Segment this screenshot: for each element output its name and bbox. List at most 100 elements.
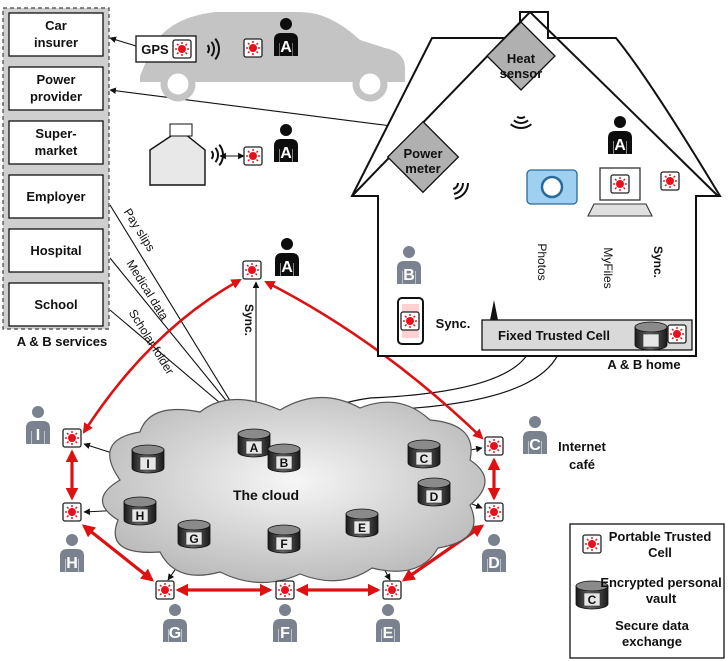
internet-cafe-label: Internet bbox=[558, 439, 606, 454]
person-letter: A bbox=[614, 137, 626, 154]
wave-arc bbox=[454, 182, 470, 200]
home-device-cell-icon bbox=[660, 171, 680, 191]
laptop-base bbox=[587, 203, 653, 217]
home-label: A & B home bbox=[607, 357, 680, 372]
heat-sensor-waves-icon bbox=[510, 115, 532, 129]
exchange-i-a bbox=[82, 278, 242, 434]
cloud-sync-label: Sync. bbox=[242, 304, 256, 336]
vault-letter: G bbox=[189, 532, 198, 546]
gps-label: GPS bbox=[141, 42, 169, 57]
phone-cell-icon bbox=[400, 311, 420, 331]
exchange-a-c bbox=[264, 280, 484, 440]
gps-waves-icon bbox=[206, 38, 220, 60]
legend-cell-icon bbox=[582, 534, 602, 554]
cell-a-icon bbox=[242, 260, 262, 280]
laptop-cell-icon bbox=[610, 174, 630, 194]
person-letter: H bbox=[66, 555, 78, 572]
service-box bbox=[8, 66, 104, 111]
wave-arc bbox=[516, 115, 526, 119]
register-waves-icon bbox=[210, 144, 224, 166]
exchange-h-g bbox=[81, 524, 155, 582]
service-label: Hospital bbox=[30, 243, 81, 258]
service-box bbox=[8, 282, 104, 327]
services-group-label: A & B services bbox=[17, 334, 108, 349]
person-letter: G bbox=[169, 625, 181, 642]
cash-register-icon bbox=[149, 129, 206, 186]
person-letter: F bbox=[280, 625, 290, 642]
legend-cell-label: Portable Trusted bbox=[609, 529, 712, 544]
car-insurer-link bbox=[109, 36, 137, 47]
cash-register-display bbox=[169, 123, 193, 137]
wave-arc bbox=[214, 38, 220, 60]
service-label: Power bbox=[36, 72, 75, 87]
vault-letter: D bbox=[430, 490, 439, 504]
car-wheel bbox=[352, 66, 388, 102]
services-group bbox=[2, 7, 110, 330]
photos-label: Photos bbox=[535, 243, 549, 280]
vault-letter: E bbox=[358, 521, 366, 535]
wave-arc bbox=[210, 150, 214, 160]
legend-vault-label: Encrypted personal bbox=[600, 575, 721, 590]
vault-letter: I bbox=[146, 457, 149, 471]
gps-cell-icon bbox=[172, 39, 192, 59]
heat-sensor-label: sensor bbox=[500, 66, 543, 81]
service-label: Car bbox=[45, 18, 67, 33]
heat-sensor-label: Heat bbox=[507, 51, 536, 66]
person-letter: A bbox=[281, 259, 293, 276]
legend-exchange-label: Secure data bbox=[615, 618, 689, 633]
legend-exchange-label: exchange bbox=[622, 634, 682, 649]
car-body bbox=[140, 12, 405, 82]
fixed-cell-icon bbox=[667, 324, 687, 344]
person-letter: A bbox=[280, 145, 292, 162]
wave-arc bbox=[214, 147, 219, 163]
service-label: insurer bbox=[34, 35, 78, 50]
camera-lens bbox=[540, 175, 564, 199]
vault-letter: A bbox=[250, 441, 259, 455]
service-label: School bbox=[34, 297, 77, 312]
cloud-label: The cloud bbox=[233, 487, 299, 503]
cell-i-icon bbox=[62, 428, 82, 448]
vault-letter: B bbox=[280, 456, 289, 470]
cell-e-icon bbox=[382, 580, 402, 600]
power-meter-label: meter bbox=[405, 161, 440, 176]
vault-letter: F bbox=[280, 537, 287, 551]
cell-c-icon bbox=[484, 436, 504, 456]
vault-letter: C bbox=[588, 593, 597, 607]
person-letter: I bbox=[36, 427, 40, 444]
wave-arc bbox=[218, 144, 224, 166]
wave-arc bbox=[453, 182, 464, 195]
service-label: provider bbox=[30, 89, 82, 104]
cell-g-icon bbox=[155, 580, 175, 600]
legend-vault-label: vault bbox=[646, 591, 677, 606]
text-layer: CarinsurerPowerproviderSuper-marketEmplo… bbox=[17, 18, 722, 649]
person-letter: B bbox=[403, 267, 415, 284]
shape-layer bbox=[2, 7, 725, 659]
car-person-cell-icon bbox=[243, 38, 263, 58]
cell-h-icon bbox=[62, 502, 82, 522]
fixed-cell-vault-icon bbox=[634, 321, 668, 351]
cell-d-icon bbox=[484, 502, 504, 522]
antenna-icon bbox=[490, 300, 498, 320]
myfiles-label: MyFiles bbox=[601, 247, 615, 288]
wave-arc bbox=[513, 119, 529, 124]
power-provider-link bbox=[109, 87, 424, 131]
heat-sensor-device bbox=[486, 21, 556, 91]
legend-cell-label: Cell bbox=[648, 545, 672, 560]
person-letter: C bbox=[529, 437, 541, 454]
power-meter-device bbox=[386, 120, 460, 194]
internet-cafe-label: café bbox=[569, 457, 595, 472]
service-box bbox=[8, 174, 104, 219]
vault-letter: C bbox=[420, 452, 429, 466]
service-box bbox=[8, 228, 104, 273]
person-letter: E bbox=[383, 625, 394, 642]
vault-letter: H bbox=[136, 509, 145, 523]
cell-f-icon bbox=[275, 580, 295, 600]
person-letter: A bbox=[280, 39, 292, 56]
supermarket-person-cell-icon bbox=[243, 146, 263, 166]
service-label: Super- bbox=[35, 126, 76, 141]
service-label: Employer bbox=[26, 189, 85, 204]
fixed-cell-label: Fixed Trusted Cell bbox=[498, 328, 610, 343]
wave-arc bbox=[452, 182, 459, 190]
service-box bbox=[8, 120, 104, 165]
